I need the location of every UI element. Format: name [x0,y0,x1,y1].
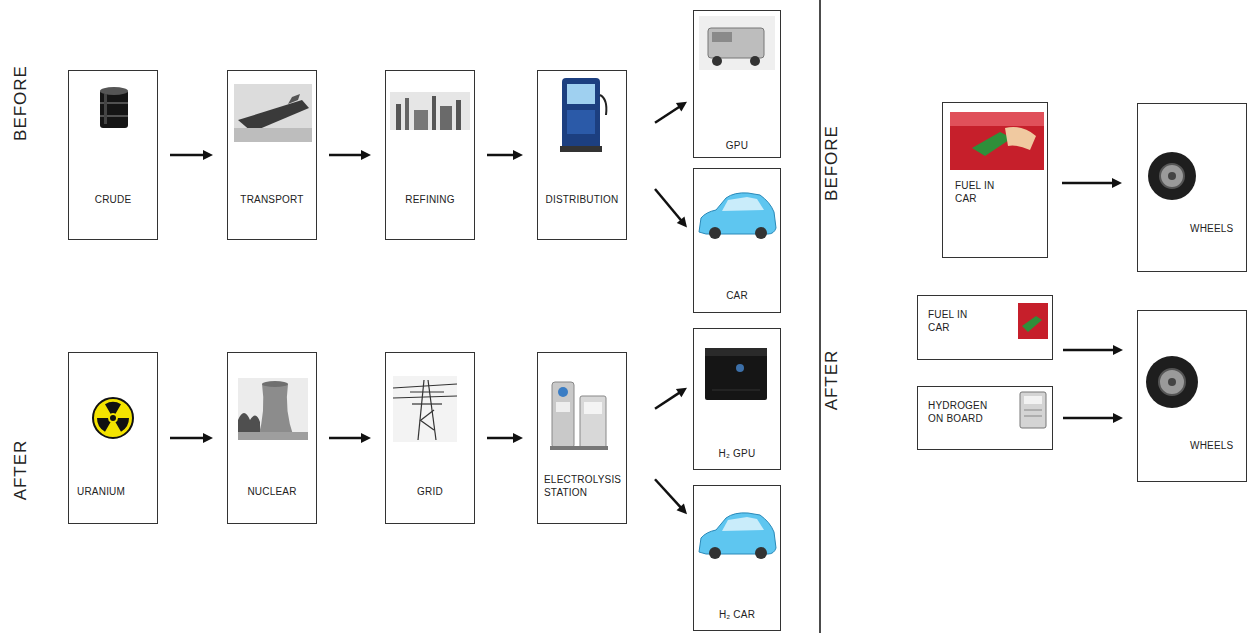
hydrogen-tank-icon [1020,392,1046,428]
box-label: URANIUM [77,485,155,498]
box-label: WHEELS [1190,222,1244,235]
process-box: FUEL IN CAR [917,295,1053,360]
box-label: H₂ CAR [696,608,778,621]
flow-arrow [655,479,687,514]
flow-arrow [329,150,371,160]
arrow-head [677,217,687,228]
arrow-head [1113,345,1123,355]
row-label: AFTER [822,350,842,411]
process-box: HYDROGEN ON BOARD [917,386,1053,450]
process-box: WHEELS [1137,103,1247,272]
box-label: FUEL IN CAR [955,179,1005,205]
flow-arrow [170,433,213,443]
box-label: H₂ GPU [696,447,778,460]
process-box: GRID [385,352,475,524]
ground-power-unit-icon [699,16,775,70]
arrow-line [1063,349,1114,352]
process-box: NUCLEAR [227,352,317,524]
box-label: GPU [696,139,778,152]
flow-arrow [655,189,687,227]
tire-icon [1148,152,1196,200]
process-box: GPU [693,10,781,158]
flow-arrow [1062,178,1122,188]
arrow-head [203,150,213,160]
arrow-line [655,479,681,507]
tanker-ship-icon [234,84,312,142]
power-pylon-icon [393,376,457,442]
hydrogen-power-unit-icon [705,348,767,400]
fuel-pump-icon [560,78,606,152]
process-box: DISTRIBUTION [537,70,627,240]
flow-arrow [487,150,523,160]
process-box: H₂ CAR [693,485,781,631]
arrow-line [329,154,362,157]
box-label: CAR [696,289,778,302]
flow-arrow [170,150,213,160]
arrow-head [361,150,371,160]
oil-barrel-icon [100,87,128,128]
arrow-line [487,154,514,157]
arrow-head [513,433,523,443]
arrow-head [677,503,687,514]
fueling-photo [1018,303,1048,339]
refinery-icon [390,92,470,130]
box-label: NUCLEAR [230,485,314,498]
process-box: H₂ GPU [693,328,781,470]
arrow-head [203,433,213,443]
row-label: BEFORE [822,125,842,201]
arrow-head [1112,178,1122,188]
arrow-line [1063,417,1114,420]
flow-arrow [487,433,523,443]
nuclear-plant-icon [238,378,308,440]
arrow-head [676,388,687,398]
arrow-line [329,437,362,440]
process-box: CAR [693,168,781,313]
process-box: URANIUM [68,352,158,524]
box-label: REFINING [388,193,472,206]
box-label: HYDROGEN ON BOARD [928,399,1000,425]
process-box: FUEL IN CAR [942,102,1048,258]
arrow-head [676,102,687,112]
process-box: CRUDE [68,70,158,240]
arrow-line [655,189,681,221]
arrow-line [170,154,204,157]
flow-arrow [1063,345,1123,355]
row-label: AFTER [11,440,31,501]
flow-arrow [655,388,687,409]
arrow-line [487,437,514,440]
box-label: WHEELS [1190,439,1244,452]
box-label: ELECTROLYSIS STATION [544,473,624,499]
flow-arrow [329,433,371,443]
box-label: FUEL IN CAR [928,308,984,334]
process-box: WHEELS [1137,310,1247,482]
car-icon [699,193,776,239]
box-label: CRUDE [71,193,155,206]
process-box: TRANSPORT [227,70,317,240]
flow-arrow [655,102,687,123]
arrow-head [361,433,371,443]
flow-arrow [1063,413,1123,423]
row-label: BEFORE [11,65,31,141]
process-box: REFINING [385,70,475,240]
arrow-head [1113,413,1123,423]
arrow-line [1062,182,1113,185]
box-label: GRID [388,485,472,498]
arrow-line [170,437,204,440]
hydrogen-car-icon [699,513,776,559]
box-label: DISTRIBUTION [540,193,624,206]
arrow-head [513,150,523,160]
radiation-symbol [93,398,133,438]
arrow-line [655,393,679,409]
process-box: ELECTROLYSIS STATION [537,352,627,524]
divider-line [819,0,821,633]
tire-icon [1146,356,1198,408]
fueling-photo [950,112,1044,170]
arrow-line [655,107,679,123]
box-label: TRANSPORT [230,193,314,206]
electrolysis-station-icon [550,382,608,450]
